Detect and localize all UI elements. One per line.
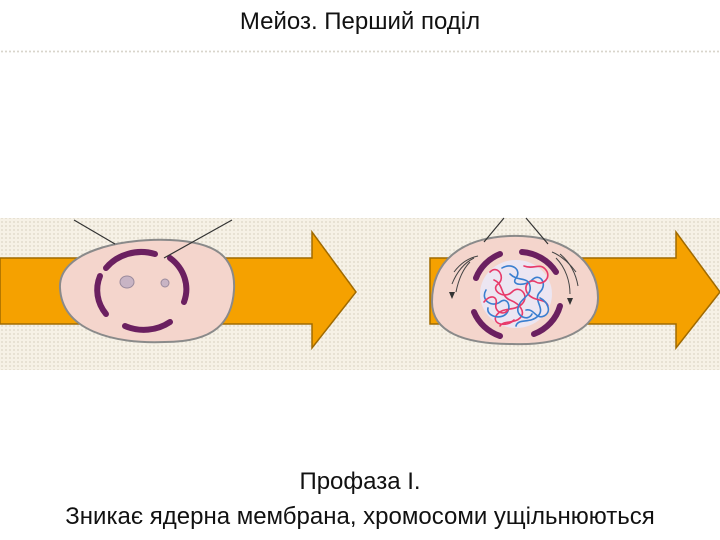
cell-late-prophase [430, 217, 600, 346]
cell-2-pointer-left [483, 217, 505, 243]
caption-phase: Профаза I. [299, 468, 421, 495]
cell-1-pointer-right [163, 219, 233, 259]
cell-2-spindle-fibres [451, 251, 579, 295]
cell-1-nuclear-membrane [94, 249, 190, 333]
meiosis-diagram [0, 212, 720, 372]
cell-1-nucleolus-small [160, 278, 170, 288]
caption-description: Зникає ядерна мембрана, хромосоми ущільн… [65, 503, 655, 530]
cell-2-fibre-arrowhead-left [449, 292, 455, 299]
cell-1-membrane [58, 238, 236, 344]
cell-2-chromosomes [483, 265, 550, 327]
cell-2-fibre-arrowhead-right [567, 298, 573, 305]
cell-1-pointer-left [73, 219, 116, 245]
cell-2-pointer-right [525, 217, 549, 245]
cell-1-nucleolus [119, 275, 135, 289]
title-divider [0, 50, 720, 53]
cell-early-prophase [58, 219, 236, 344]
cell-2-nucleus [480, 260, 552, 328]
slide-title: Мейоз. Перший поділ [239, 8, 481, 35]
cell-2-nuclear-membrane-fragments [471, 249, 563, 339]
